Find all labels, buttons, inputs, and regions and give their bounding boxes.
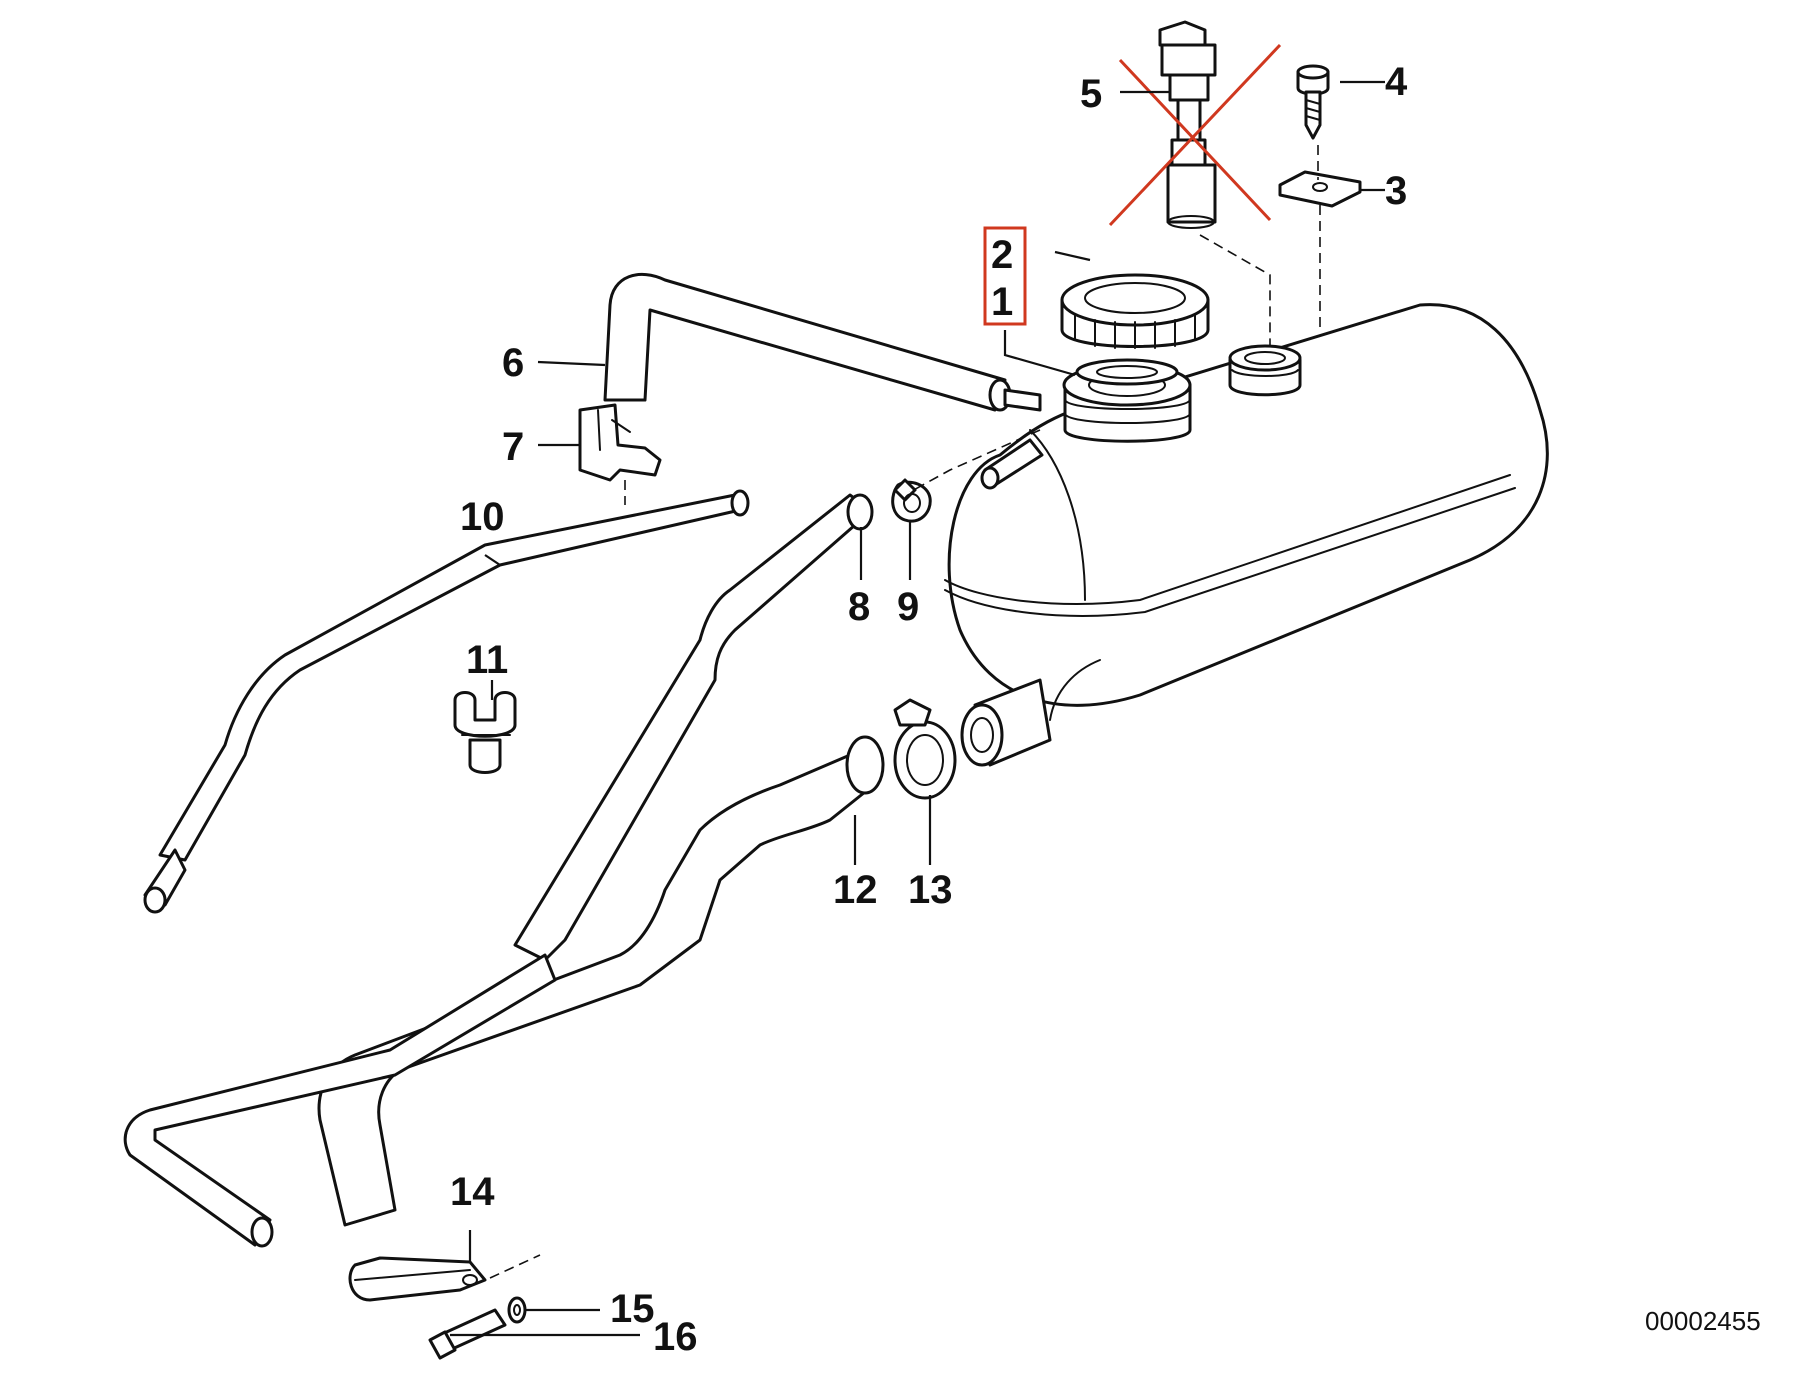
callout-14: 14 [450,1170,495,1214]
callout-1: 1 [991,280,1013,324]
leader-lines [450,80,1385,1337]
small-hose-clamp [891,478,932,523]
push-clip [453,691,517,774]
callout-10: 10 [460,495,505,539]
long-hose-pipe [143,489,750,914]
screw [1296,64,1330,140]
large-hose-clamp [893,698,957,800]
highlight-box [983,226,1027,326]
callout-8: 8 [848,585,870,629]
callout-13: 13 [908,868,953,912]
callout-12: 12 [833,868,878,912]
washer [507,1296,527,1324]
return-pipe [123,953,557,1248]
callout-4: 4 [1385,60,1408,104]
callout-9: 9 [897,585,919,629]
callout-6: 6 [502,341,524,385]
level-sensor [1158,20,1217,229]
diagram-reference-number: 00002455 [1645,1306,1761,1336]
callout-15: 15 [610,1287,655,1331]
hose-bracket [578,403,662,505]
cap-seal-ring [1075,358,1179,386]
callout-7: 7 [502,425,524,469]
filler-cap [1060,273,1210,349]
callout-labels: 5 4 3 2 1 6 7 10 8 9 11 12 13 14 15 16 [450,60,1408,1359]
vent-hose [603,272,1042,412]
mounting-strap [348,1254,541,1302]
speed-nut [1278,170,1362,208]
bolt [428,1308,507,1360]
callout-16: 16 [653,1315,698,1359]
callout-11: 11 [466,638,508,682]
tank-outlet-spigot [960,678,1052,767]
callout-2: 2 [991,233,1013,277]
callout-5: 5 [1080,72,1102,116]
tank-sensor-neck [1228,344,1302,397]
sensor-cross-out [1108,43,1282,227]
callout-3: 3 [1385,169,1407,213]
tank-vent-nozzle [980,438,1044,490]
